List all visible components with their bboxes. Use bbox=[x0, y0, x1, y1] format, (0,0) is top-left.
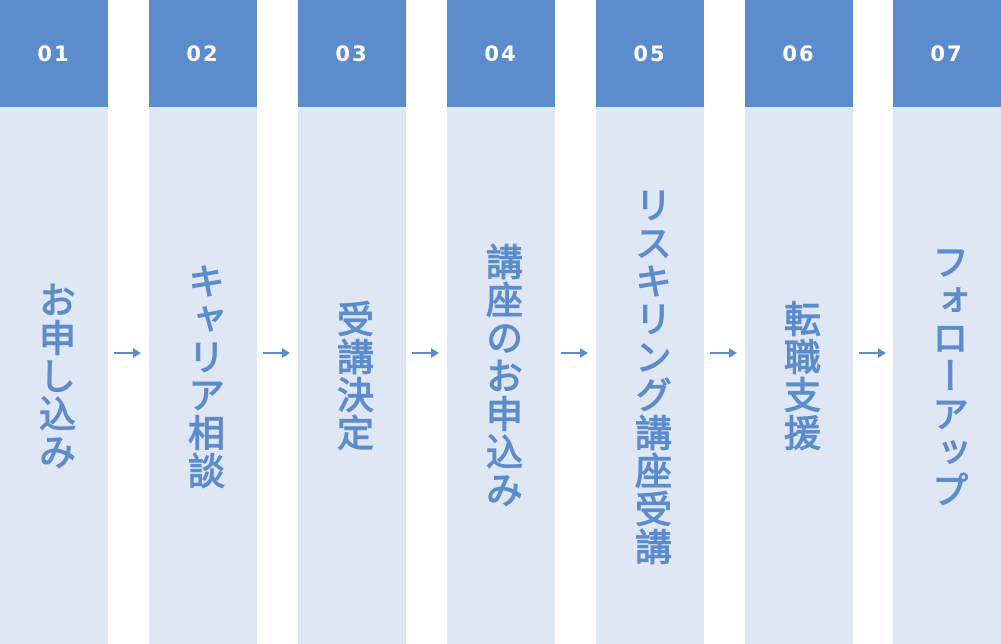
step-label: リスキリング講座受講 bbox=[628, 185, 672, 566]
arrow-right-icon bbox=[412, 348, 439, 358]
step-label: 受講決定 bbox=[330, 299, 374, 452]
arrow-right-icon bbox=[114, 348, 141, 358]
step-number: 05 bbox=[596, 0, 704, 107]
step-label: お申し込み bbox=[32, 280, 76, 471]
step-label: キャリア相談 bbox=[181, 261, 225, 490]
arrow-right-icon bbox=[263, 348, 290, 358]
step-label: フォローアップ bbox=[925, 242, 969, 509]
step-number: 03 bbox=[298, 0, 406, 107]
step-column-03: 03 受講決定 bbox=[298, 0, 406, 644]
arrow-right-icon bbox=[710, 348, 737, 358]
step-column-01: 01 お申し込み bbox=[0, 0, 108, 644]
step-column-06: 06 転職支援 bbox=[745, 0, 853, 644]
arrow-right-icon bbox=[859, 348, 886, 358]
step-number: 06 bbox=[745, 0, 853, 107]
step-number: 04 bbox=[447, 0, 555, 107]
step-column-05: 05 リスキリング講座受講 bbox=[596, 0, 704, 644]
step-number: 01 bbox=[0, 0, 108, 107]
step-label: 転職支援 bbox=[777, 299, 821, 452]
step-column-02: 02 キャリア相談 bbox=[149, 0, 257, 644]
arrow-right-icon bbox=[561, 348, 588, 358]
step-column-04: 04 講座のお申込み bbox=[447, 0, 555, 644]
step-number: 07 bbox=[893, 0, 1001, 107]
step-number: 02 bbox=[149, 0, 257, 107]
step-column-07: 07 フォローアップ bbox=[893, 0, 1001, 644]
step-label: 講座のお申込み bbox=[479, 242, 523, 509]
